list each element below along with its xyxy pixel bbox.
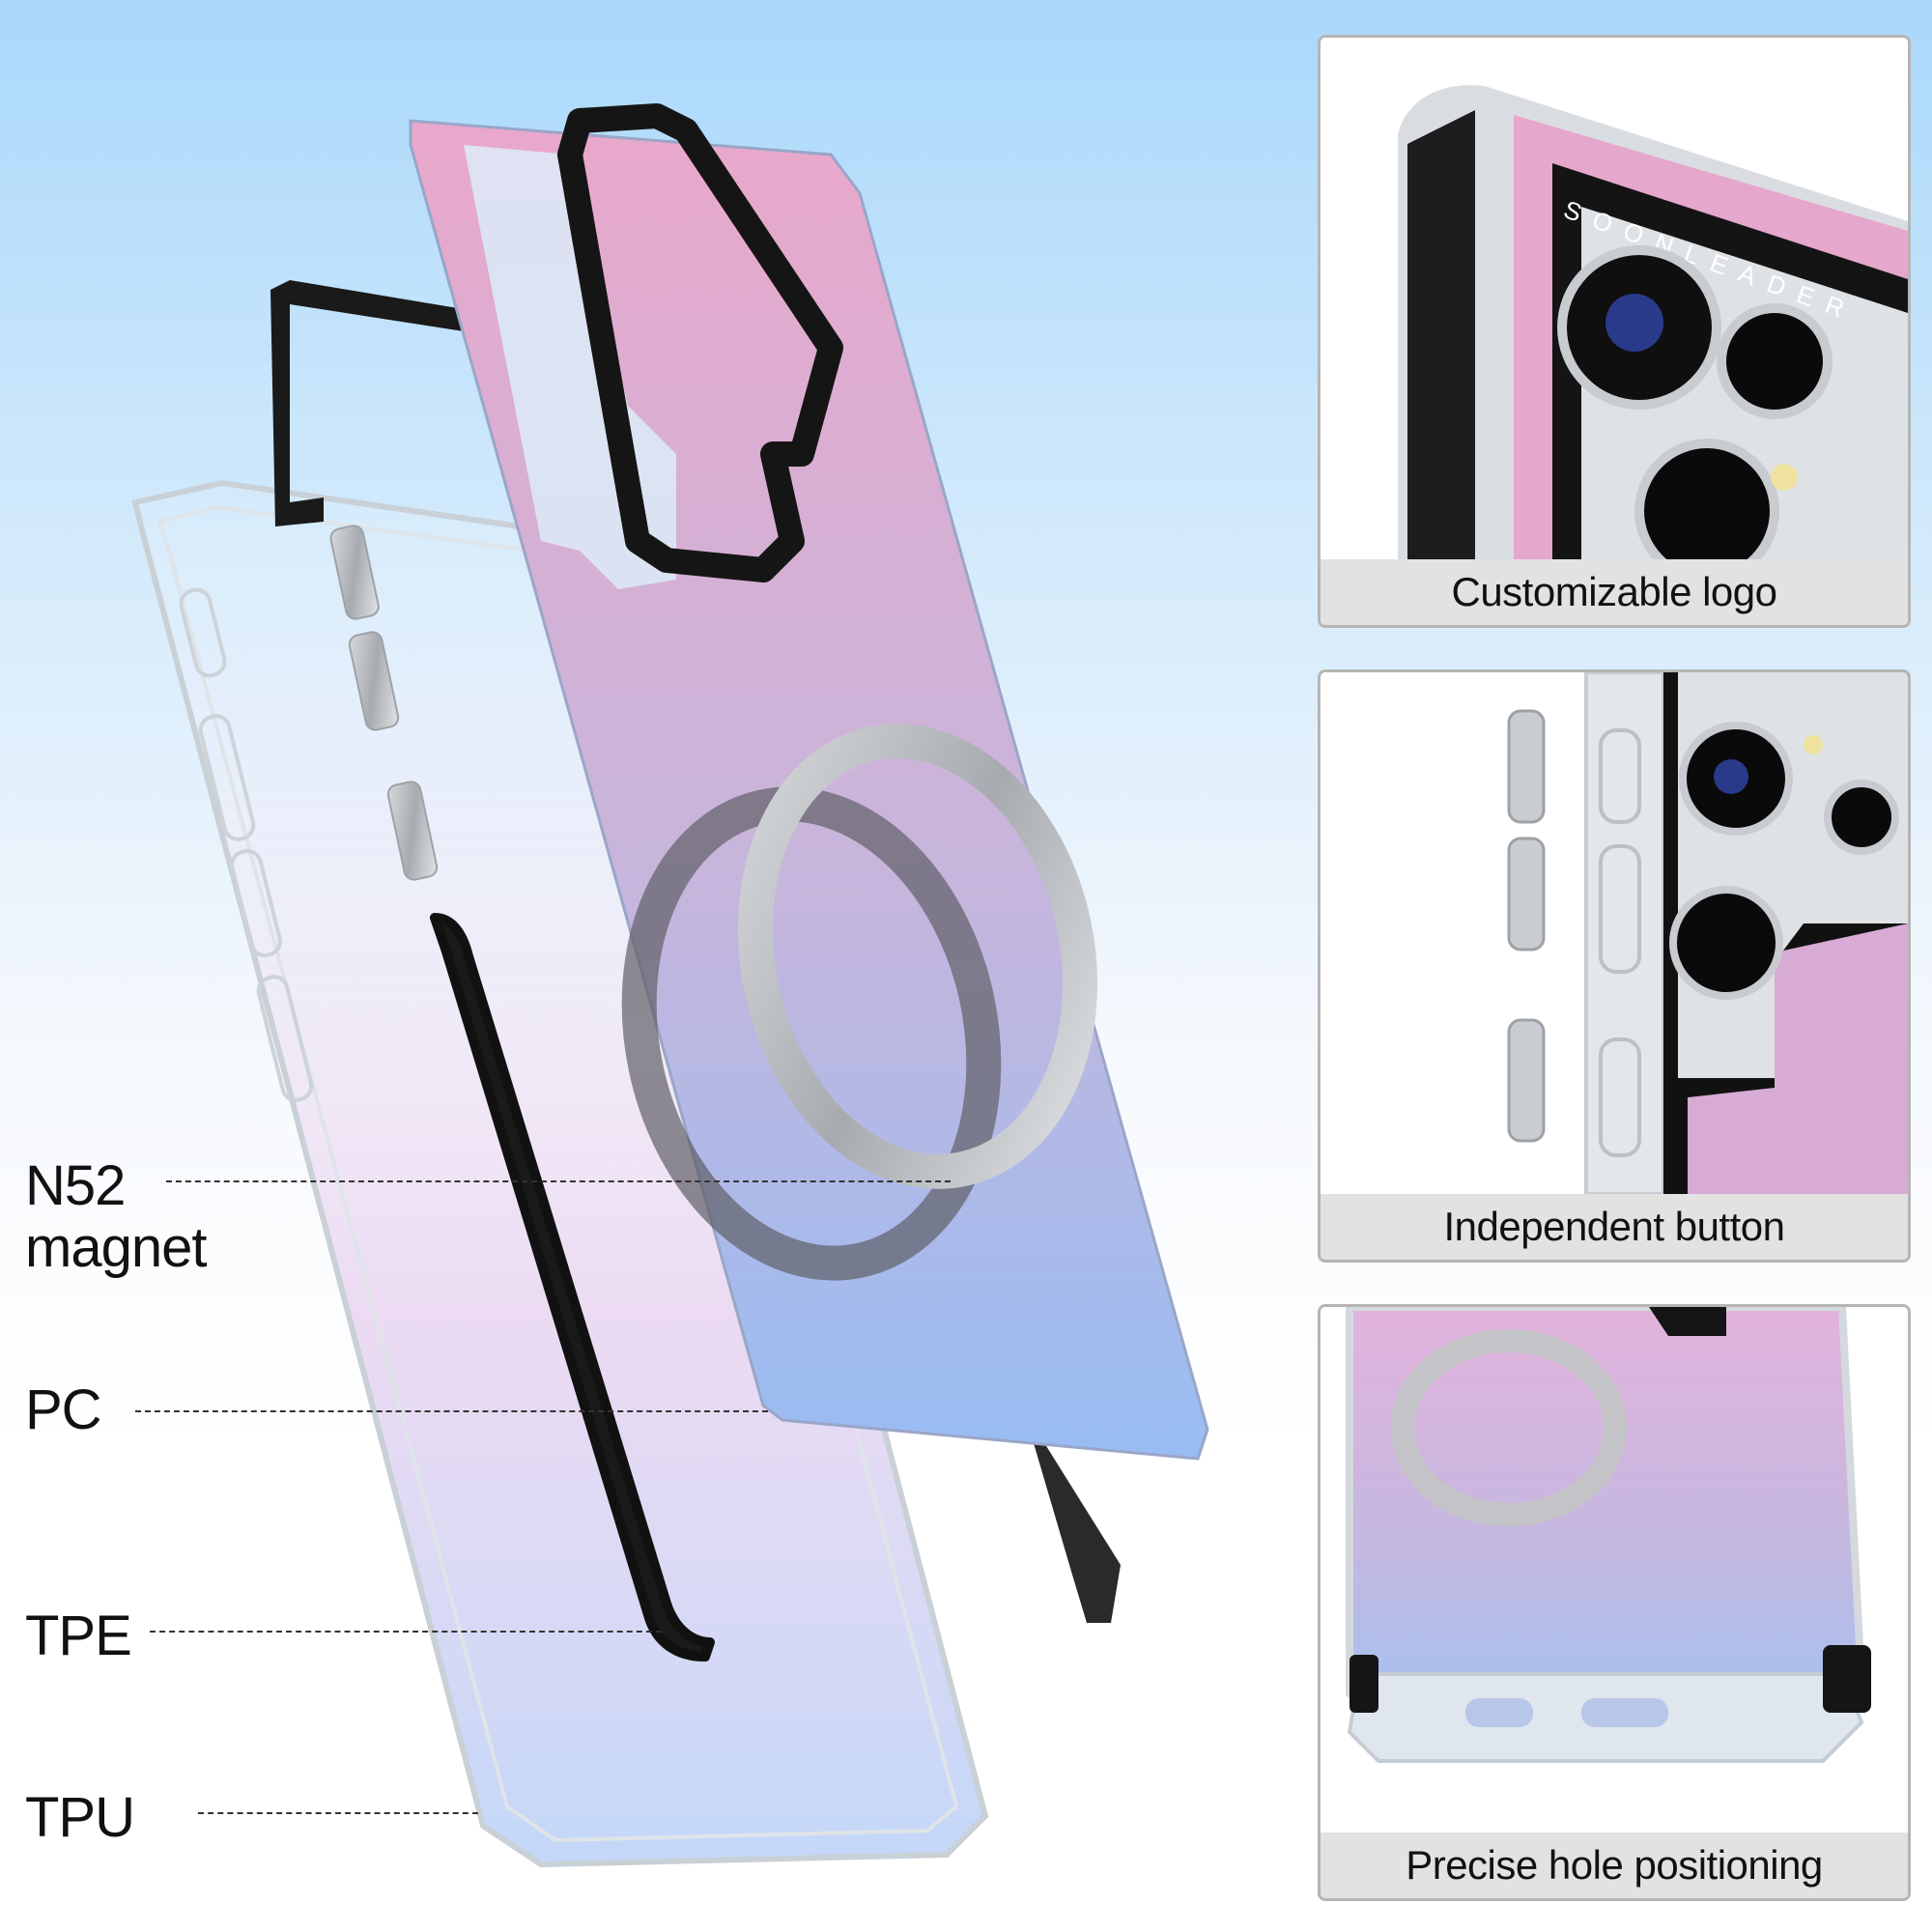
leader-tpu (198, 1812, 478, 1814)
label-pc: PC (25, 1378, 102, 1441)
tpu-clear-frame (131, 479, 989, 1868)
camera-bumper-frame (557, 103, 843, 582)
independent-buttons (329, 525, 439, 881)
caption-independent-button: Independent button (1321, 1194, 1908, 1260)
button-key-icon (1507, 837, 1546, 952)
flash-icon (1771, 464, 1798, 491)
exploded-case-illustration (131, 103, 1209, 1868)
caption-precise-hole: Precise hole positioning (1321, 1833, 1908, 1898)
flash-icon (1804, 735, 1823, 754)
leader-pc (135, 1410, 768, 1412)
label-n52: N52 (25, 1154, 126, 1217)
panel-precise-hole: Precise hole positioning (1318, 1304, 1911, 1901)
button-closeup-image (1321, 672, 1908, 1194)
hole-closeup-image (1321, 1307, 1908, 1833)
camera-lens-icon (1824, 780, 1899, 855)
leader-tpe (150, 1631, 662, 1633)
magnet-ring-icon (1391, 1329, 1627, 1526)
panel-customizable-logo: SOONLEADER Customizable logo (1318, 35, 1911, 628)
logo-closeup-image: SOONLEADER (1321, 38, 1908, 559)
label-tpu: TPU (25, 1786, 135, 1849)
button-key-icon (1507, 1018, 1546, 1143)
leader-magnet (166, 1180, 951, 1182)
camera-lens-icon (1634, 439, 1779, 559)
camera-lens-icon (1717, 303, 1833, 419)
magnet-ring-icon (621, 724, 1098, 1281)
label-tpe: TPE (25, 1605, 132, 1667)
button-key-icon (1507, 709, 1546, 824)
panel-independent-button: Independent button (1318, 669, 1911, 1263)
camera-lens-icon (1669, 886, 1783, 1000)
label-magnet: magnet (25, 1216, 207, 1279)
caption-customizable-logo: Customizable logo (1321, 559, 1908, 625)
